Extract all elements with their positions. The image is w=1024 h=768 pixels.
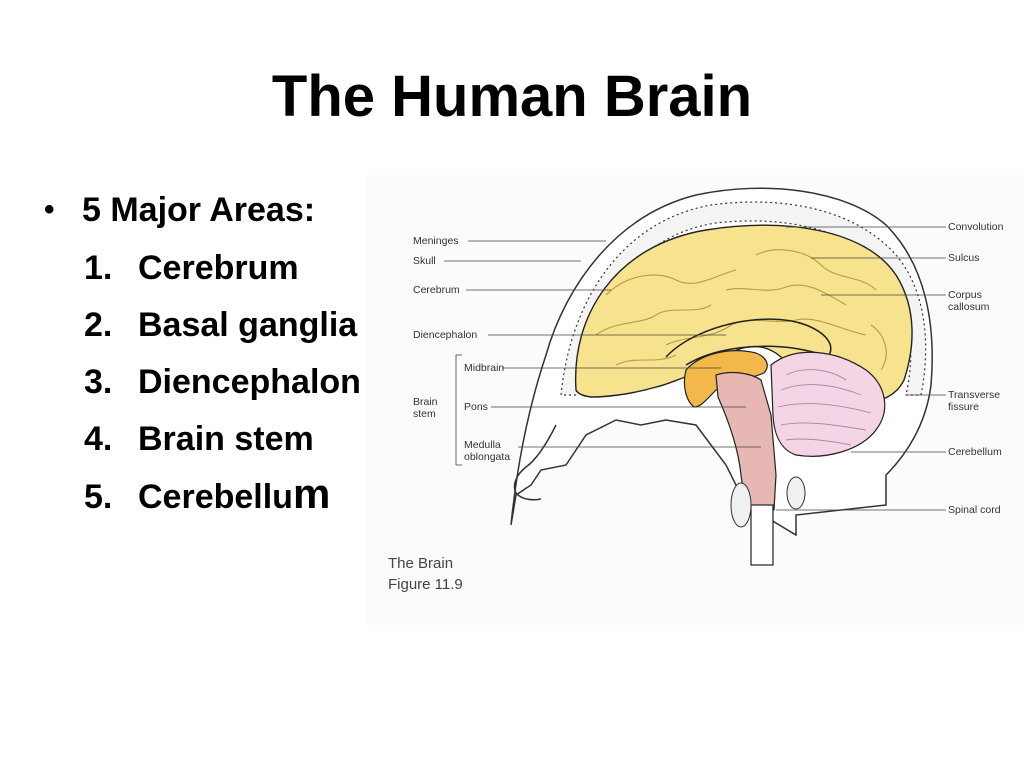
figure-caption-number: Figure 11.9 <box>388 576 463 593</box>
label-sulcus: Sulcus <box>948 252 980 264</box>
item-text: Cerebrum <box>138 249 299 287</box>
corpus-callosum <box>665 318 832 366</box>
bullet-dot-icon: • <box>44 193 55 226</box>
label-meninges: Meninges <box>413 235 459 247</box>
item-number: 5. <box>84 478 113 516</box>
cerebellum-folia <box>777 369 872 446</box>
list-item: 5. Cerebellum <box>84 473 330 517</box>
figure-caption-title: The Brain <box>388 555 453 572</box>
label-skull: Skull <box>413 255 436 267</box>
item-text: Basal ganglia <box>138 306 358 344</box>
vertebra <box>786 476 806 510</box>
brain-diagram: Meninges Skull Cerebrum Diencephalon Bra… <box>366 175 1024 625</box>
bullet-heading: 5 Major Areas: <box>82 191 316 229</box>
convolution-lines <box>595 249 887 371</box>
label-corpus-1: Corpus <box>948 289 982 301</box>
label-spinal-cord: Spinal cord <box>948 504 1001 516</box>
label-cerebrum: Cerebrum <box>413 284 460 296</box>
item-number: 2. <box>84 306 113 344</box>
label-brain-stem-1: Brain <box>413 396 438 408</box>
label-pons: Pons <box>464 401 488 413</box>
label-diencephalon: Diencephalon <box>413 329 477 341</box>
list-item: 2. Basal ganglia <box>84 305 357 345</box>
item-text: Cerebellu <box>138 478 293 516</box>
item-number: 3. <box>84 363 113 401</box>
leader-lines <box>444 226 946 511</box>
item-number: 1. <box>84 249 113 287</box>
label-convolution: Convolution <box>948 221 1004 233</box>
label-corpus-2: callosum <box>948 301 990 313</box>
label-brain-stem-2: stem <box>413 408 436 420</box>
list-item: 3. Diencephalon <box>84 362 361 402</box>
item-text: Diencephalon <box>138 363 361 401</box>
brain-illustration: Meninges Skull Cerebrum Diencephalon Bra… <box>366 175 1024 625</box>
label-cerebellum: Cerebellum <box>948 446 1002 458</box>
label-medulla-1: Medulla <box>464 439 501 451</box>
spinal-cord <box>750 504 774 566</box>
label-medulla-2: oblongata <box>464 451 510 463</box>
list-item: 4. Brain stem <box>84 419 314 459</box>
list-item: 1. Cerebrum <box>84 248 299 288</box>
face-profile <box>513 424 557 501</box>
item-text-tail: m <box>292 470 331 517</box>
label-transverse-1: Transverse <box>948 389 1000 401</box>
vertebra <box>730 482 752 528</box>
item-number: 4. <box>84 420 113 458</box>
item-text: Brain stem <box>138 420 314 458</box>
slide-title: The Human Brain <box>271 64 753 129</box>
label-transverse-2: fissure <box>948 401 979 413</box>
label-midbrain: Midbrain <box>464 362 504 374</box>
